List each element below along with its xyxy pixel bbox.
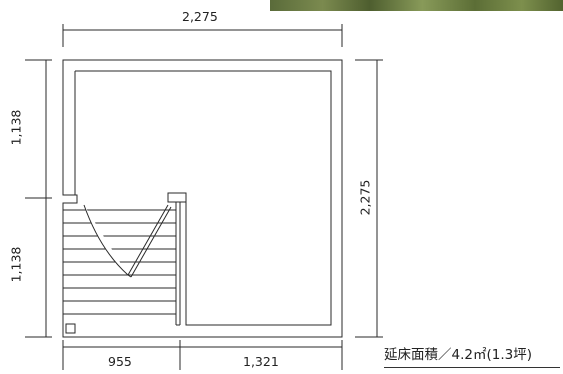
outer-wall [62,59,343,338]
top-width-label: 2,275 [182,9,218,24]
right-dimension-line [355,59,383,338]
left-lower-label: 1,138 [8,246,24,283]
left-dimension-line [25,59,52,338]
right-height-label: 2,275 [357,179,373,216]
top-dimension-line [62,24,343,47]
inner-wall [75,70,332,326]
door-jamb [167,192,187,203]
left-upper-label: 1,138 [8,109,24,146]
floor-area-caption: 延床面積／4.2㎡(1.3坪) [384,347,532,363]
door-swing-arc [83,204,129,276]
bottom-dimension-line [62,340,343,370]
bottom-right-label: 1,321 [243,354,279,369]
photo-fragment [270,0,563,11]
caption-underline [384,367,560,368]
stair-treads [63,209,176,315]
door-leaf [127,204,172,278]
post-marker [65,323,76,334]
bottom-left-label: 955 [108,354,132,369]
